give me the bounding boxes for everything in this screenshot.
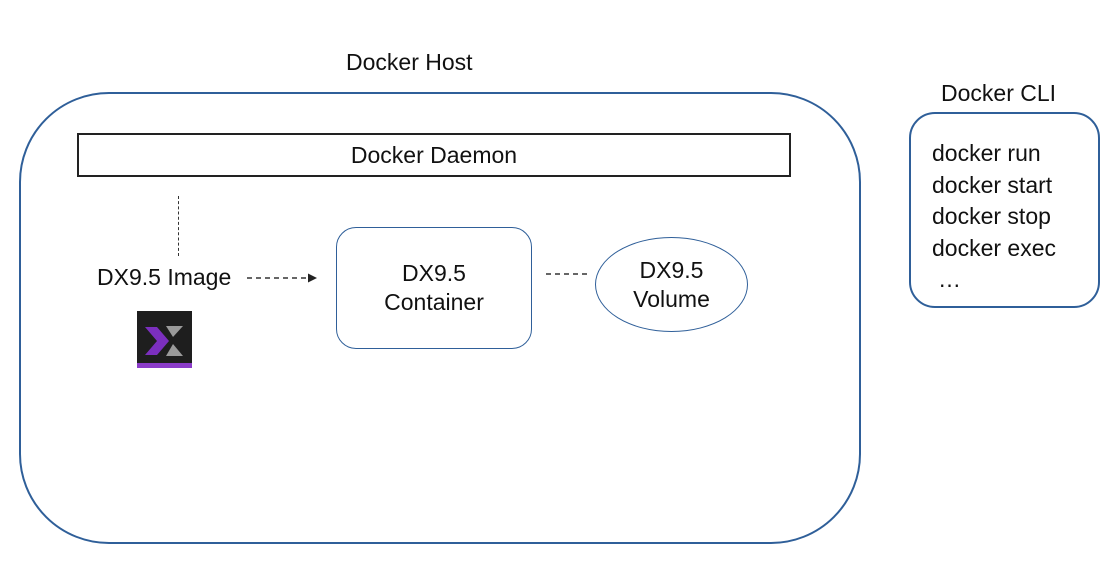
cli-command-exec: docker exec: [932, 234, 1057, 261]
container-label-line1: DX9.5: [402, 260, 466, 286]
arrow-head-icon: [308, 273, 317, 283]
cli-command-run: docker run: [932, 140, 1041, 166]
cli-command-more: …: [938, 266, 961, 292]
dx-container-box: DX9.5 Container: [336, 227, 532, 349]
daemon-image-connector: [178, 196, 179, 256]
volume-label-line2: Volume: [633, 285, 710, 312]
cli-command-stop: docker stop: [932, 203, 1051, 229]
dx-image-label: DX9.5 Image: [97, 264, 232, 290]
docker-cli-box: docker run docker start docker stop dock…: [909, 112, 1100, 308]
docker-host-boundary: [19, 92, 861, 544]
docker-cli-title: Docker CLI: [941, 80, 1057, 106]
docker-host-title: Docker Host: [346, 49, 473, 75]
dx-volume-ellipse: DX9.5 Volume: [595, 237, 748, 332]
container-volume-connector: [546, 273, 588, 275]
docker-daemon-label: Docker Daemon: [350, 141, 518, 168]
volume-label-line1: DX9.5: [639, 256, 704, 283]
container-label-line2: Container: [384, 289, 484, 315]
dx-logo-icon: [137, 311, 192, 368]
image-to-container-arrow: [247, 273, 317, 283]
docker-daemon-bar: Docker Daemon: [77, 133, 791, 177]
cli-command-start: docker start: [932, 171, 1053, 198]
